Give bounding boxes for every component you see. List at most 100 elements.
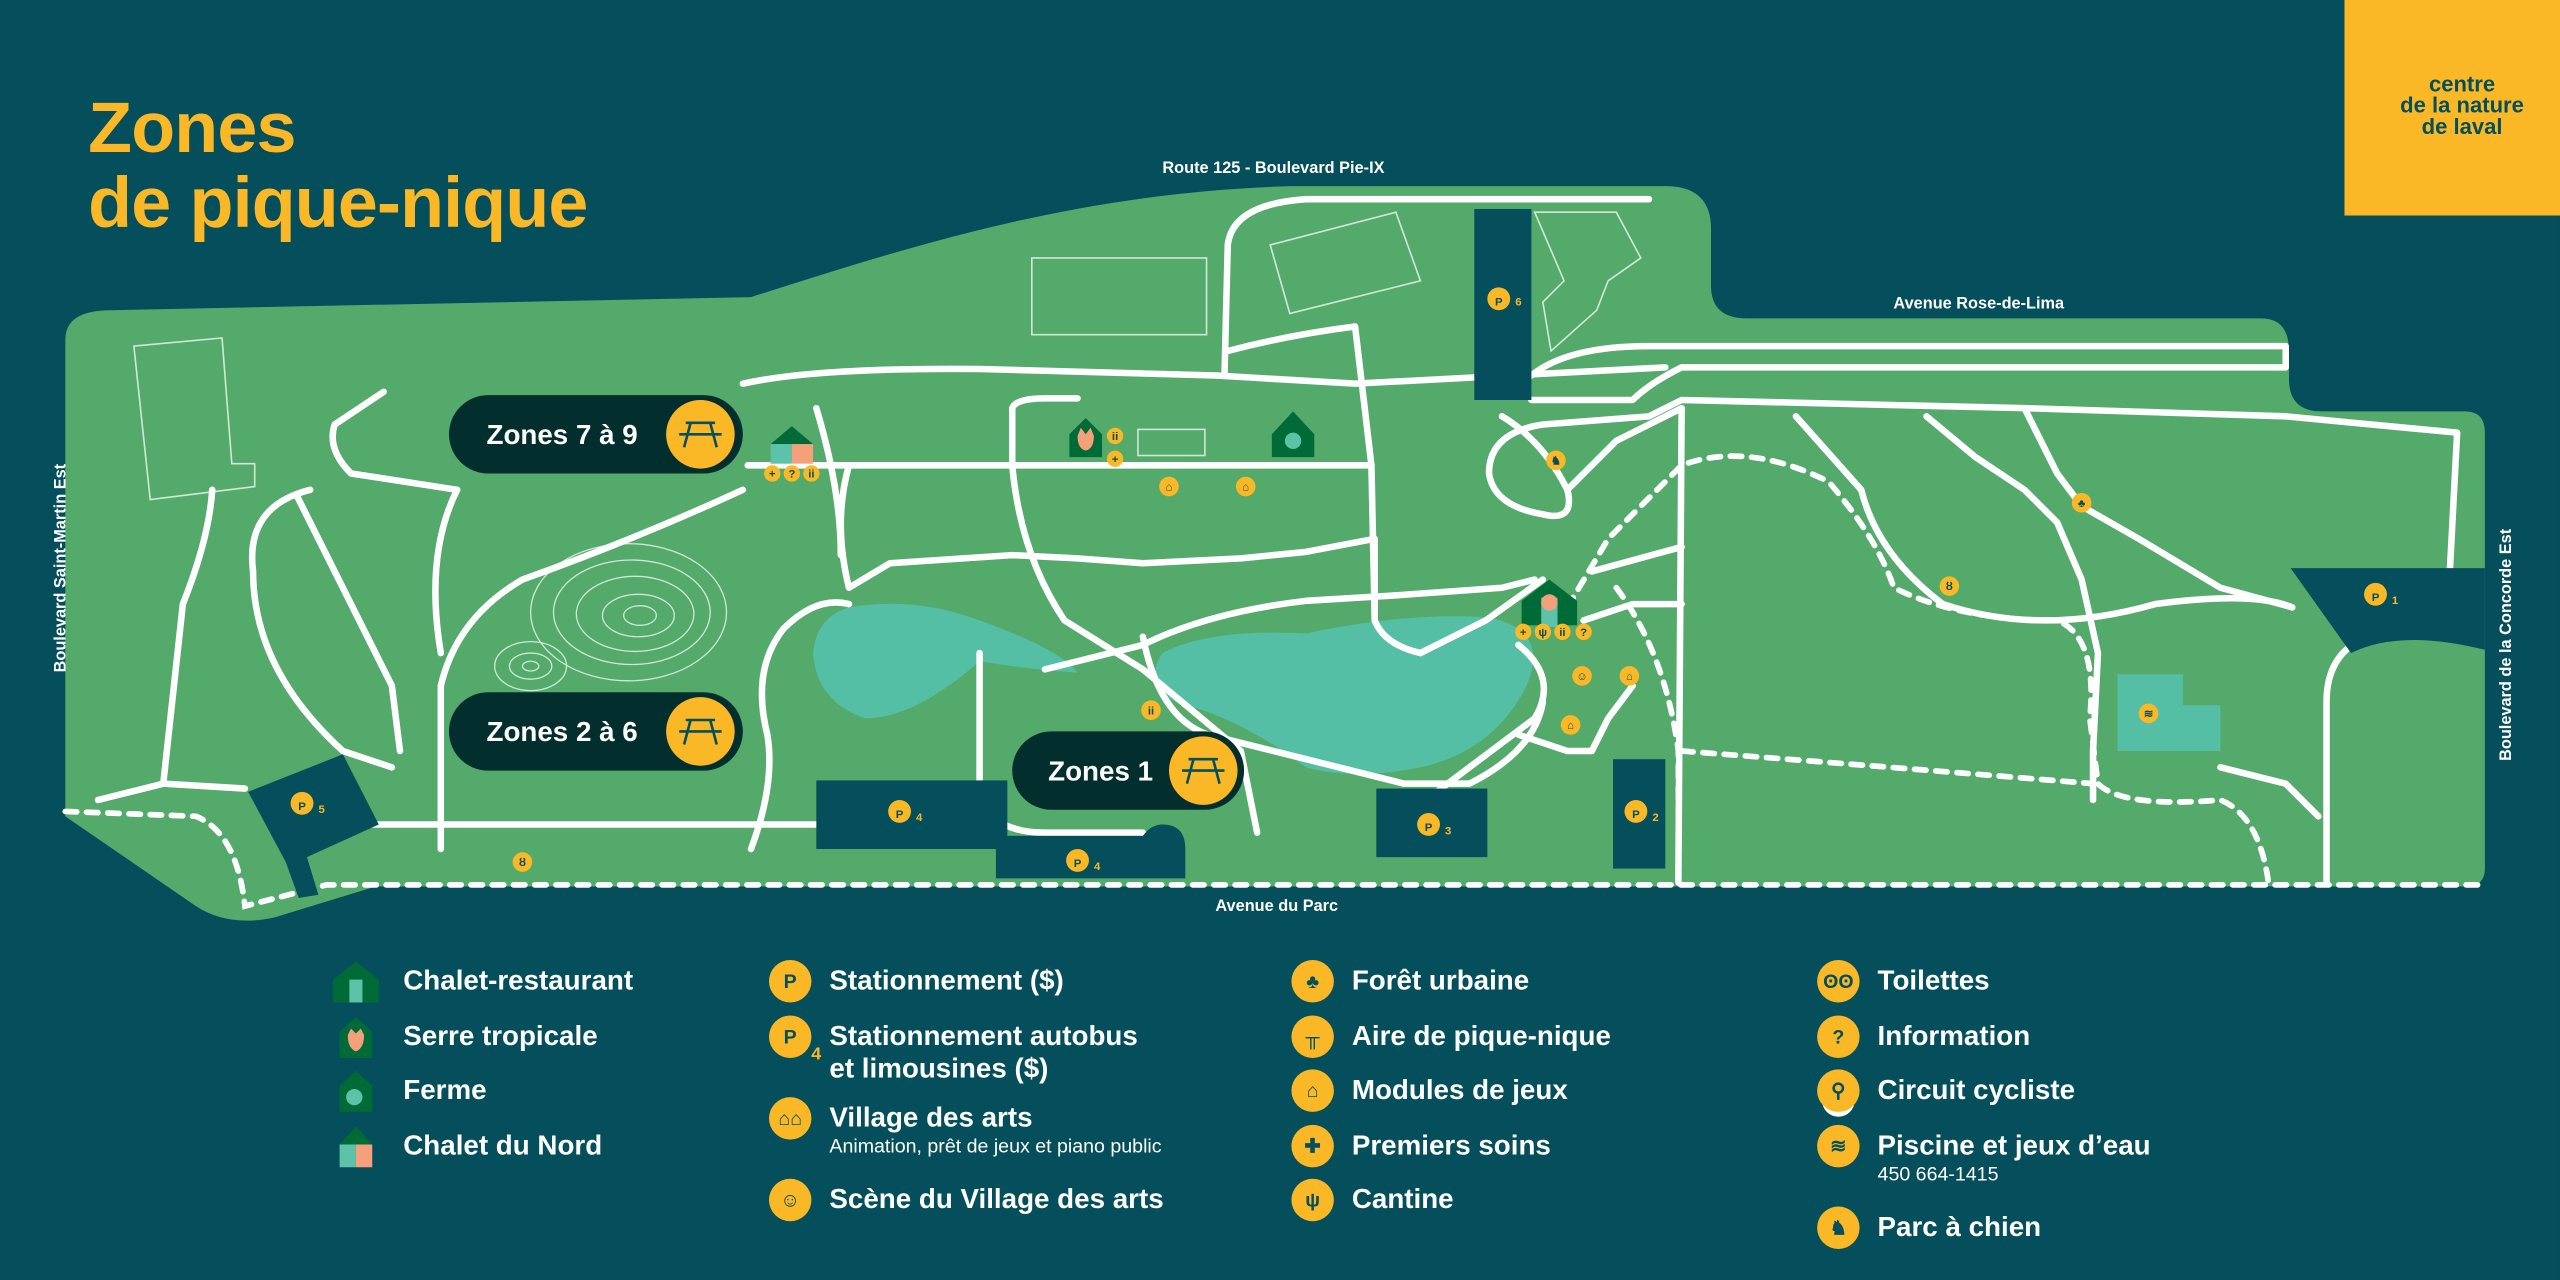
- toilets-icon[interactable]: ii: [1106, 427, 1124, 445]
- legend-buildings: Chalet-restaurant Serre tropicale Ferme …: [331, 960, 633, 1179]
- village-arts-icon: ⌂⌂: [768, 1096, 812, 1139]
- tree-icon: ♣: [1291, 959, 1334, 1003]
- theatre-masks-icon[interactable]: ☺: [1572, 666, 1592, 686]
- chalet-du-nord-icon: [339, 1125, 373, 1167]
- svg-text:♣: ♣: [2078, 498, 2086, 510]
- tree-icon[interactable]: ♣: [2071, 493, 2092, 513]
- playground-icon[interactable]: ⌂: [1560, 715, 1581, 735]
- pool-icon[interactable]: ≋: [2138, 703, 2159, 724]
- bike-icon: ⚲: [1817, 1069, 1860, 1112]
- logo[interactable]: centre de la nature de laval: [2344, 0, 2560, 216]
- village-arts-icon[interactable]: ⌂: [1619, 666, 1640, 686]
- parking-lots: [248, 208, 2485, 898]
- info-icon[interactable]: ?: [783, 465, 800, 482]
- cutlery-icon: ψ: [1291, 1178, 1334, 1222]
- bus-parking-letter: P: [783, 1024, 797, 1048]
- svg-text:+: +: [1520, 627, 1527, 639]
- svg-text:4: 4: [1094, 861, 1101, 873]
- legend-label: Stationnement autobus: [829, 1019, 1138, 1051]
- chalet-du-nord-building[interactable]: [770, 426, 814, 464]
- toilets-icon[interactable]: ii: [1141, 700, 1161, 720]
- playground-icon[interactable]: ⌂: [1159, 476, 1179, 497]
- svg-text:ii: ii: [1112, 431, 1118, 443]
- svg-text:☺: ☺: [1576, 671, 1588, 683]
- info-icon: ?: [1817, 1014, 1860, 1058]
- cutlery-icon[interactable]: ψ: [1534, 623, 1552, 640]
- street-label-north: Route 125 - Boulevard Pie-IX: [1162, 159, 1384, 177]
- toilets-icon[interactable]: ii: [1554, 623, 1571, 640]
- first-aid-icon: ✚: [1291, 1124, 1334, 1167]
- svg-text:≋: ≋: [2144, 709, 2154, 721]
- bike-icon[interactable]: ȣ: [1939, 576, 1960, 596]
- legend-label: Piscine et jeux d’eau: [1877, 1128, 2151, 1160]
- serre-tropicale-building[interactable]: [1069, 417, 1103, 458]
- svg-text:3: 3: [1445, 825, 1451, 837]
- svg-text:ȣ: ȣ: [1946, 581, 1953, 593]
- first-aid-icon[interactable]: +: [764, 465, 781, 482]
- sports-field: [1137, 428, 1206, 457]
- main-lake: [1155, 616, 1534, 774]
- legend-label: Chalet-restaurant: [403, 964, 634, 996]
- legend-label: Stationnement ($): [829, 964, 1064, 996]
- svg-text:⌂: ⌂: [1242, 482, 1249, 494]
- svg-text:+: +: [1112, 454, 1119, 466]
- svg-text:Zones 2 à 6: Zones 2 à 6: [487, 716, 638, 747]
- svg-text:P: P: [2372, 592, 2380, 604]
- legend-label: Scène du Village des arts: [829, 1182, 1164, 1214]
- legend-label: Ferme: [403, 1074, 487, 1106]
- pool-phone-number: 450 664-1415: [1877, 1161, 1999, 1185]
- svg-text:Zones 7 à 9: Zones 7 à 9: [487, 419, 638, 450]
- chalet-restaurant-building[interactable]: [1521, 579, 1578, 627]
- bike-icon[interactable]: ȣ: [512, 852, 533, 872]
- svg-text:⌂: ⌂: [1166, 482, 1173, 494]
- logo-line-3: de laval: [2421, 114, 2503, 139]
- first-aid-icon[interactable]: +: [1106, 450, 1124, 467]
- legend-label: Chalet du Nord: [403, 1128, 603, 1160]
- svg-text:ii: ii: [808, 469, 814, 481]
- svg-text:P: P: [298, 801, 306, 813]
- street-label-west: Boulevard Saint-Martin Est: [51, 463, 69, 672]
- info-icon[interactable]: ?: [1575, 623, 1592, 640]
- bus-parking-number: 4: [811, 1044, 822, 1064]
- svg-text:ii: ii: [1559, 627, 1565, 639]
- ferme-icon: [339, 1071, 373, 1112]
- title-line-1: Zones: [88, 88, 296, 169]
- svg-text:P: P: [1632, 809, 1640, 821]
- legend-item: ⌂Modules de jeux: [1291, 1069, 1610, 1124]
- sports-field: [1031, 257, 1208, 336]
- legend-label: Village des arts: [829, 1101, 1033, 1133]
- small-pond: [813, 603, 1078, 719]
- svg-text:P: P: [1425, 822, 1433, 834]
- toilets-icon[interactable]: ii: [803, 465, 820, 482]
- zone-1-pill[interactable]: Zones 1: [1012, 731, 1245, 810]
- playground-icon[interactable]: ⌂: [1235, 476, 1256, 497]
- bike-circuit: [62, 453, 2488, 910]
- theatre-masks-icon: ☺: [768, 1177, 812, 1221]
- playground-icon: ⌂: [1291, 1069, 1334, 1112]
- toilets-icon: ʘʘ: [1817, 959, 1860, 1003]
- street-label-east: Boulevard de la Concorde Est: [2497, 528, 2515, 761]
- zone-2-6-pill[interactable]: Zones 2 à 6: [448, 692, 743, 771]
- svg-text:Zones 1: Zones 1: [1048, 755, 1153, 786]
- zone-7-9-pill[interactable]: Zones 7 à 9: [448, 395, 743, 474]
- first-aid-icon[interactable]: +: [1515, 623, 1532, 640]
- svg-text:ii: ii: [1148, 705, 1154, 717]
- pool-area-extension: [2171, 705, 2221, 752]
- svg-text:?: ?: [1580, 627, 1587, 639]
- legend-item: ✚Premiers soins: [1291, 1124, 1610, 1179]
- svg-text:P: P: [1074, 858, 1082, 870]
- dog-park-icon[interactable]: ♞: [1546, 450, 1566, 471]
- logo-line-2: de la nature: [2400, 93, 2524, 118]
